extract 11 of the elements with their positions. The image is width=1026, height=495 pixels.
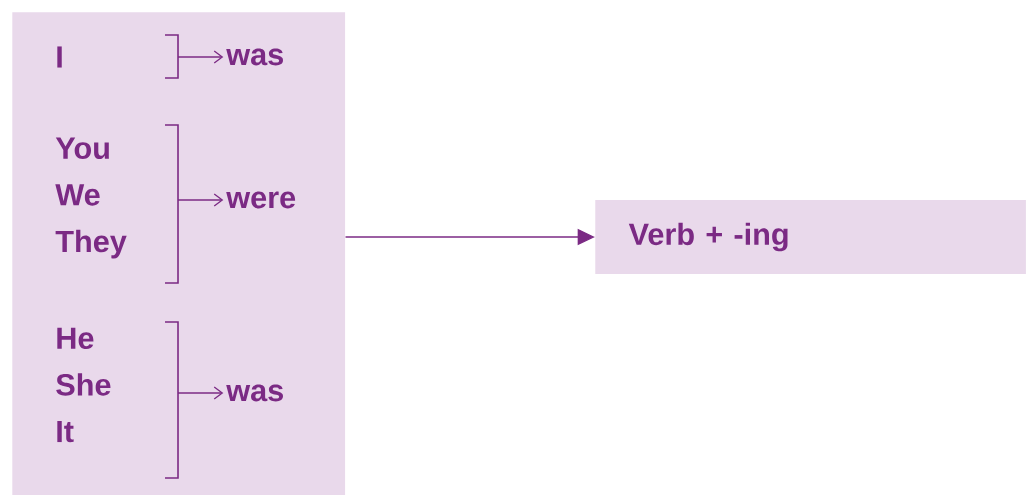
pronoun-bracket: I (57, 34, 179, 79)
pronoun-bracket: You We They (55, 124, 179, 284)
panel (12, 12, 346, 495)
pronoun-bracket: He She It (56, 321, 179, 479)
verb-text: was (226, 48, 283, 66)
formula-box: Verb + -ing (595, 200, 1026, 274)
arrow (177, 50, 224, 64)
verb-text: was (226, 384, 283, 402)
arrow (177, 193, 224, 207)
arrow (177, 386, 224, 400)
verb-text: were (226, 191, 296, 209)
